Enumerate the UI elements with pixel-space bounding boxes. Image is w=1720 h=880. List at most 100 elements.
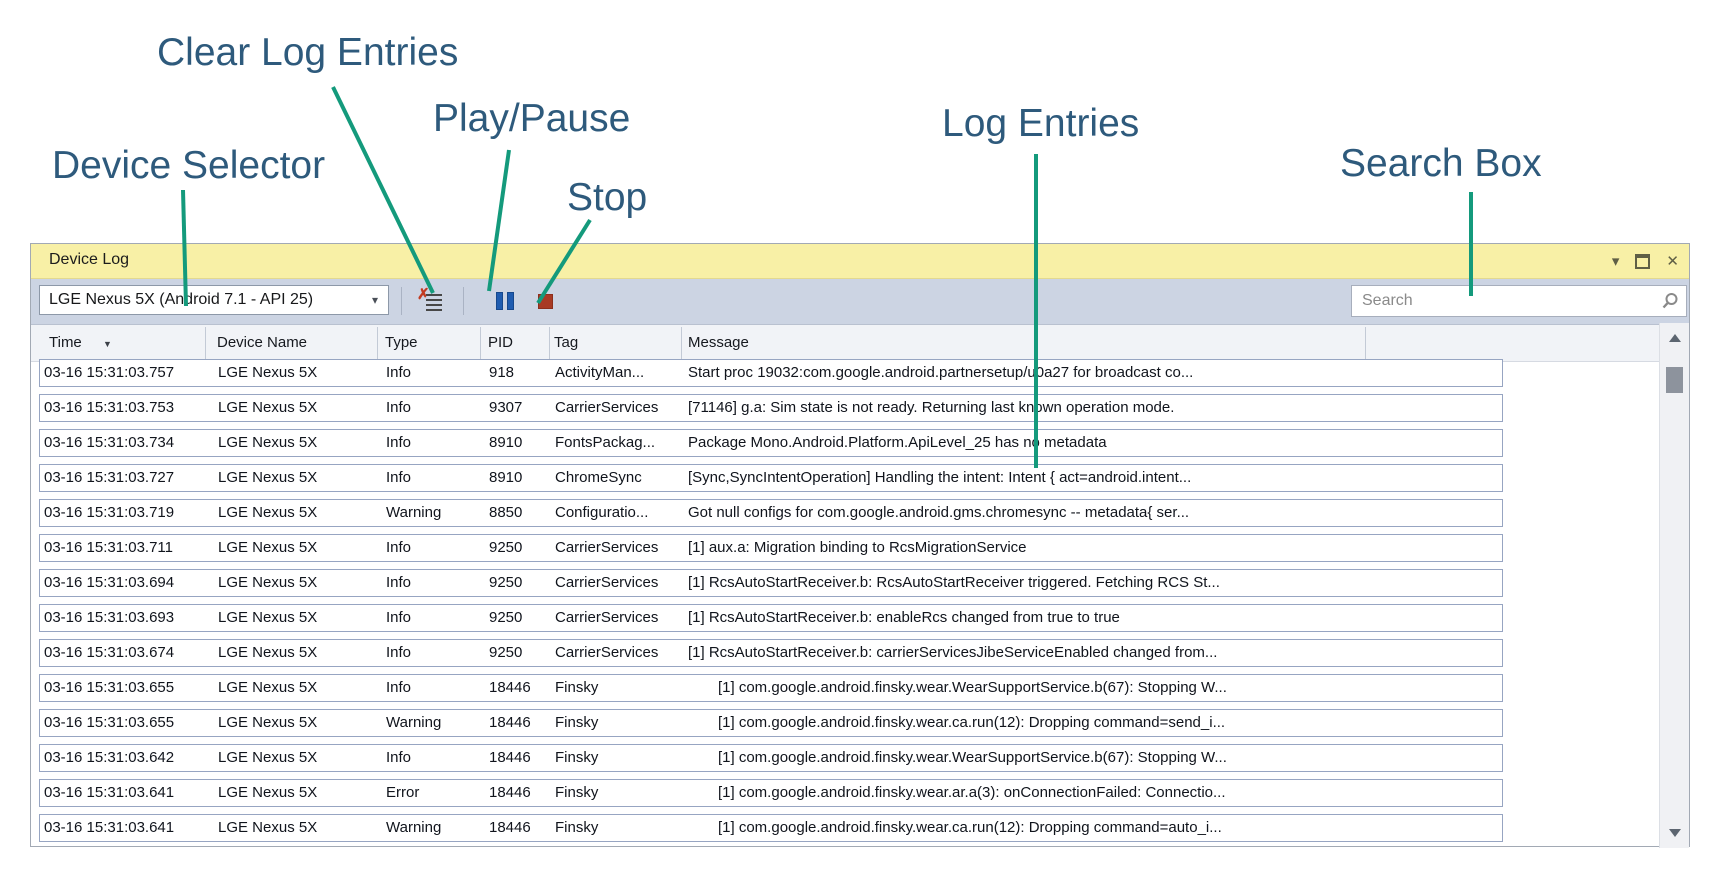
log-device-name: LGE Nexus 5X bbox=[218, 819, 318, 836]
log-pid: 18446 bbox=[489, 679, 531, 696]
log-tag: CarrierServices bbox=[555, 609, 659, 626]
column-header-type[interactable]: Type bbox=[385, 334, 418, 351]
annotation-label-stop: Stop bbox=[567, 176, 648, 219]
log-time: 03-16 15:31:03.734 bbox=[44, 434, 175, 451]
log-device-name: LGE Nexus 5X bbox=[218, 714, 318, 731]
chevron-down-icon: ▾ bbox=[371, 293, 379, 307]
stop-button[interactable] bbox=[529, 285, 561, 317]
stop-icon bbox=[537, 293, 553, 309]
log-pid: 18446 bbox=[489, 819, 531, 836]
log-type: Error bbox=[386, 784, 420, 801]
log-tag: Finsky bbox=[555, 679, 599, 696]
log-message: Got null configs for com.google.android.… bbox=[688, 504, 1190, 521]
column-header-time[interactable]: Time bbox=[49, 334, 82, 351]
log-message: [1] RcsAutoStartReceiver.b: RcsAutoStart… bbox=[688, 574, 1220, 591]
log-time: 03-16 15:31:03.655 bbox=[44, 714, 175, 731]
log-tag: Finsky bbox=[555, 819, 599, 836]
log-device-name: LGE Nexus 5X bbox=[218, 504, 318, 521]
scroll-down-button[interactable] bbox=[1660, 818, 1689, 848]
search-input[interactable] bbox=[1352, 292, 1654, 310]
toolbar-separator bbox=[463, 287, 464, 315]
log-type: Info bbox=[386, 609, 412, 626]
log-tag: CarrierServices bbox=[555, 399, 659, 416]
log-message: [1] com.google.android.finsky.wear.ar.a(… bbox=[718, 784, 1226, 801]
scrollbar-thumb[interactable] bbox=[1666, 367, 1683, 393]
device-selector-value: LGE Nexus 5X (Android 7.1 - API 25) bbox=[49, 291, 314, 308]
toolbar: LGE Nexus 5X (Android 7.1 - API 25) ▾ ✗ bbox=[31, 279, 1689, 325]
window-title: Device Log bbox=[49, 251, 130, 268]
log-pid: 9250 bbox=[489, 539, 523, 556]
annotation-label-device-selector: Device Selector bbox=[52, 144, 326, 187]
log-type: Warning bbox=[386, 714, 442, 731]
log-time: 03-16 15:31:03.757 bbox=[44, 364, 175, 381]
log-pid: 9250 bbox=[489, 644, 523, 661]
column-header-message[interactable]: Message bbox=[688, 334, 749, 351]
log-device-name: LGE Nexus 5X bbox=[218, 539, 318, 556]
column-separator[interactable] bbox=[549, 327, 550, 359]
log-device-name: LGE Nexus 5X bbox=[218, 609, 318, 626]
clear-log-entries-button[interactable]: ✗ bbox=[413, 285, 445, 317]
column-separator[interactable] bbox=[1365, 327, 1366, 359]
log-message: [1] com.google.android.finsky.wear.ca.ru… bbox=[718, 819, 1222, 836]
search-box bbox=[1351, 285, 1687, 317]
log-device-name: LGE Nexus 5X bbox=[218, 679, 318, 696]
log-message: [71146] g.a: Sim state is not ready. Ret… bbox=[688, 399, 1175, 416]
log-tag: CarrierServices bbox=[555, 644, 659, 661]
log-pid: 18446 bbox=[489, 784, 531, 801]
log-tag: ChromeSync bbox=[555, 469, 642, 486]
search-icon[interactable] bbox=[1654, 292, 1686, 310]
play-pause-button[interactable] bbox=[489, 285, 521, 317]
log-type: Info bbox=[386, 644, 412, 661]
log-message: [1] RcsAutoStartReceiver.b: carrierServi… bbox=[688, 644, 1218, 661]
log-type: Info bbox=[386, 574, 412, 591]
triangle-down-icon bbox=[1668, 829, 1681, 837]
log-time: 03-16 15:31:03.674 bbox=[44, 644, 175, 661]
log-device-name: LGE Nexus 5X bbox=[218, 644, 318, 661]
annotation-label-log-entries: Log Entries bbox=[942, 102, 1140, 145]
log-entry-row[interactable]: 03-16 15:31:03.655 LGE Nexus 5X Warning 184… bbox=[39, 709, 1503, 737]
log-message: [1] com.google.android.finsky.wear.ca.ru… bbox=[718, 714, 1226, 731]
log-time: 03-16 15:31:03.711 bbox=[44, 539, 174, 556]
log-tag: Finsky bbox=[555, 714, 599, 731]
log-pid: 9307 bbox=[489, 399, 523, 416]
log-entry-row[interactable]: 03-16 15:31:03.674 LGE Nexus 5X Info 9250 Ca… bbox=[39, 639, 1503, 667]
device-selector[interactable]: LGE Nexus 5X (Android 7.1 - API 25) ▾ bbox=[39, 285, 389, 315]
log-type: Info bbox=[386, 364, 412, 381]
log-device-name: LGE Nexus 5X bbox=[218, 749, 318, 766]
log-device-name: LGE Nexus 5X bbox=[218, 399, 318, 416]
log-type: Info bbox=[386, 434, 412, 451]
column-header-tag[interactable]: Tag bbox=[554, 334, 579, 351]
log-message: Package Mono.Android.Platform.ApiLevel_2… bbox=[688, 434, 1107, 451]
log-message: [1] com.google.android.finsky.wear.WearS… bbox=[718, 749, 1227, 766]
window-position-menu-icon[interactable]: ▾ bbox=[1611, 252, 1620, 270]
vertical-scrollbar[interactable] bbox=[1659, 323, 1689, 848]
titlebar[interactable]: Device Log ▾ ✕ bbox=[31, 244, 1689, 279]
log-message: [1] RcsAutoStartReceiver.b: enableRcs ch… bbox=[688, 609, 1120, 626]
scroll-up-button[interactable] bbox=[1660, 323, 1689, 353]
column-separator[interactable] bbox=[681, 327, 682, 359]
close-icon[interactable]: ✕ bbox=[1666, 252, 1679, 270]
column-header-pid[interactable]: PID bbox=[488, 334, 514, 351]
log-message: Start proc 19032:com.google.android.part… bbox=[688, 364, 1194, 381]
column-separator[interactable] bbox=[480, 327, 481, 359]
maximize-icon[interactable] bbox=[1635, 253, 1651, 269]
column-header-device[interactable]: Device Name bbox=[217, 334, 308, 351]
log-type: Warning bbox=[386, 819, 442, 836]
column-separator[interactable] bbox=[377, 327, 378, 359]
log-pid: 18446 bbox=[489, 714, 531, 731]
column-separator[interactable] bbox=[205, 327, 206, 359]
